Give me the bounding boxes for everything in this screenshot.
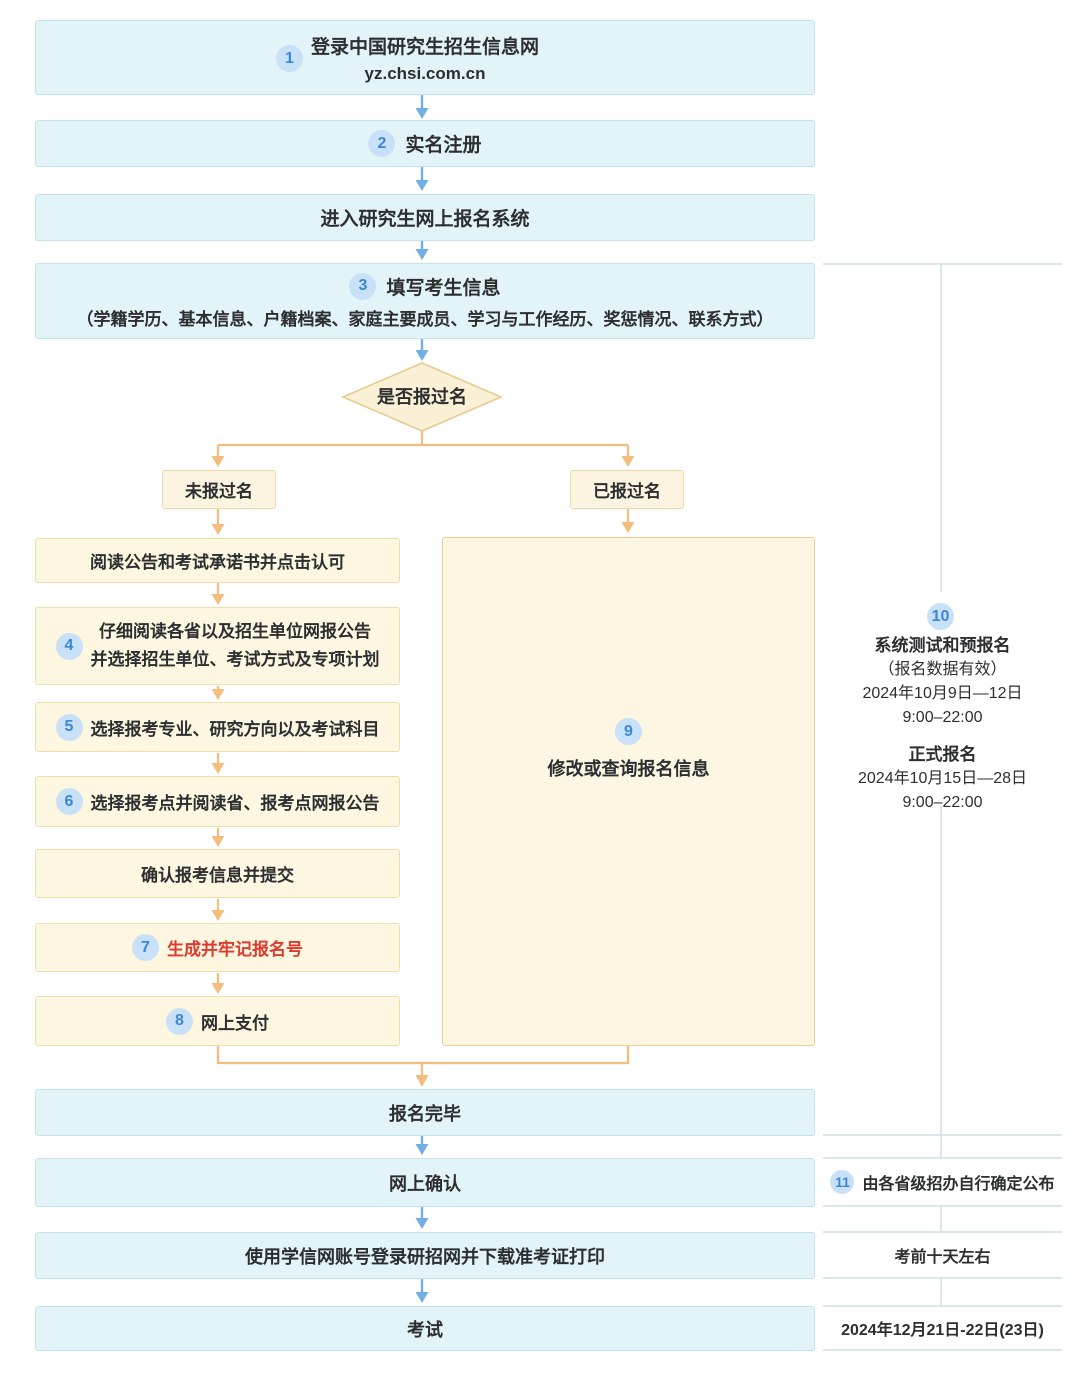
- step-number-badge: 11: [830, 1170, 855, 1194]
- step-login-url: yz.chsi.com.cn: [364, 63, 486, 83]
- sidebar-pre-registration-note: （报名数据有效）: [878, 661, 1007, 678]
- step-login-text: 登录中国研究生招生信息网 yz.chsi.com.cn: [311, 32, 539, 84]
- sidebar-exam-date-row: 2024年12月21日-22日(23日): [823, 1306, 1062, 1350]
- step-fill-info-label: 填写考生信息: [386, 277, 501, 299]
- sidebar-formal-registration-title: 正式报名: [908, 745, 977, 764]
- step-number-badge: 5: [55, 713, 83, 741]
- sidebar-formal-registration-time: 9:00–22:00: [902, 794, 983, 811]
- step-read-province-line2: 并选择招生单位、考试方式及专项计划: [90, 650, 380, 669]
- step-confirm-submit-label: 确认报考信息并提交: [141, 866, 294, 885]
- branch-not-registered-label: 未报过名: [185, 482, 253, 501]
- step-choose-site-label: 选择报考点并阅读省、报考点网报公告: [90, 794, 380, 813]
- step-number-badge: 6: [55, 788, 83, 815]
- step-pay-online-box: 8 网上支付: [35, 996, 400, 1046]
- step-remember-number-label: 生成并牢记报名号: [167, 940, 303, 959]
- step-read-province-line1: 仔细阅读各省以及招生单位网报公告: [99, 622, 371, 641]
- step-register-box: 2 实名注册: [35, 120, 815, 167]
- sidebar-exam-date-label: 2024年12月21日-22日(23日): [841, 1322, 1044, 1339]
- sidebar-pre-registration-title: 系统测试和预报名: [874, 636, 1011, 655]
- step-choose-site-box: 6 选择报考点并阅读省、报考点网报公告: [35, 776, 400, 827]
- step-number-badge: 9: [615, 718, 642, 745]
- sidebar-confirm-announcement-row: 11 由各省级招办自行确定公布: [823, 1158, 1062, 1206]
- step-number-badge: 3: [349, 272, 377, 300]
- step-online-confirm-label: 网上确认: [389, 1173, 461, 1194]
- branch-not-registered-box: 未报过名: [162, 470, 276, 509]
- step-modify-query-label: 修改或查询报名信息: [547, 759, 710, 779]
- step-modify-query-box: 9 修改或查询报名信息: [442, 537, 815, 1046]
- sidebar-ticket-time-row: 考前十天左右: [823, 1232, 1062, 1278]
- step-number-badge: 7: [132, 934, 159, 961]
- step-choose-major-box: 5 选择报考专业、研究方向以及考试科目: [35, 702, 400, 752]
- step-register-label: 实名注册: [405, 135, 482, 156]
- step-fill-info-box: 3 填写考生信息 （学籍学历、基本信息、户籍档案、家庭主要成员、学习与工作经历、…: [35, 263, 815, 339]
- sidebar-formal-registration-date: 2024年10月15日—28日: [858, 770, 1027, 787]
- step-online-confirm-box: 网上确认: [35, 1158, 815, 1207]
- step-done-box: 报名完毕: [35, 1089, 815, 1136]
- step-remember-number-box: 7 生成并牢记报名号: [35, 923, 400, 972]
- step-read-province-box: 4 仔细阅读各省以及招生单位网报公告 并选择招生单位、考试方式及专项计划: [35, 607, 400, 685]
- sidebar-pre-registration-time: 9:00–22:00: [902, 709, 983, 726]
- decision-label: 是否报过名: [377, 387, 467, 407]
- step-login-label: 登录中国研究生招生信息网: [310, 36, 539, 58]
- step-number-badge: 4: [55, 632, 83, 660]
- step-number-badge: 8: [166, 1007, 193, 1035]
- blue-arrows: [415, 95, 429, 1303]
- step-done-label: 报名完毕: [389, 1103, 461, 1124]
- step-read-notice-box: 阅读公告和考试承诺书并点击认可: [35, 538, 400, 583]
- decision-diamond: [341, 362, 503, 432]
- sidebar-confirm-announcement-label: 由各省级招办自行确定公布: [862, 1176, 1055, 1193]
- step-exam-box: 考试: [35, 1306, 815, 1351]
- step-number-badge: 2: [368, 130, 396, 157]
- branch-registered-label: 已报过名: [593, 482, 661, 501]
- sidebar-registration-dates: 系统测试和预报名 （报名数据有效） 2024年10月9日—12日 9:00–22…: [823, 634, 1062, 815]
- orange-arrows: [211, 431, 635, 1087]
- step-number-badge: 1: [276, 45, 303, 72]
- step-login-box: 1 登录中国研究生招生信息网 yz.chsi.com.cn: [35, 20, 815, 95]
- step-download-ticket-label: 使用学信网账号登录研招网并下载准考证打印: [245, 1246, 605, 1267]
- step-choose-major-label: 选择报考专业、研究方向以及考试科目: [90, 719, 380, 739]
- step-download-ticket-box: 使用学信网账号登录研招网并下载准考证打印: [35, 1232, 815, 1279]
- step-enter-system-label: 进入研究生网上报名系统: [320, 209, 530, 230]
- step-enter-system-box: 进入研究生网上报名系统: [35, 194, 815, 241]
- sidebar-pre-registration-date: 2024年10月9日—12日: [862, 685, 1023, 702]
- step-confirm-submit-box: 确认报考信息并提交: [35, 849, 400, 898]
- step-pay-online-label: 网上支付: [201, 1013, 269, 1033]
- branch-registered-box: 已报过名: [570, 470, 684, 509]
- step-number-badge: 10: [927, 603, 954, 630]
- step-fill-info-detail: （学籍学历、基本信息、户籍档案、家庭主要成员、学习与工作经历、奖惩情况、联系方式…: [76, 309, 774, 329]
- sidebar-ticket-time-label: 考前十天左右: [894, 1249, 991, 1266]
- step-exam-label: 考试: [407, 1319, 443, 1340]
- step-read-notice-label: 阅读公告和考试承诺书并点击认可: [90, 553, 345, 572]
- sidebar-timeline: [823, 263, 1062, 1351]
